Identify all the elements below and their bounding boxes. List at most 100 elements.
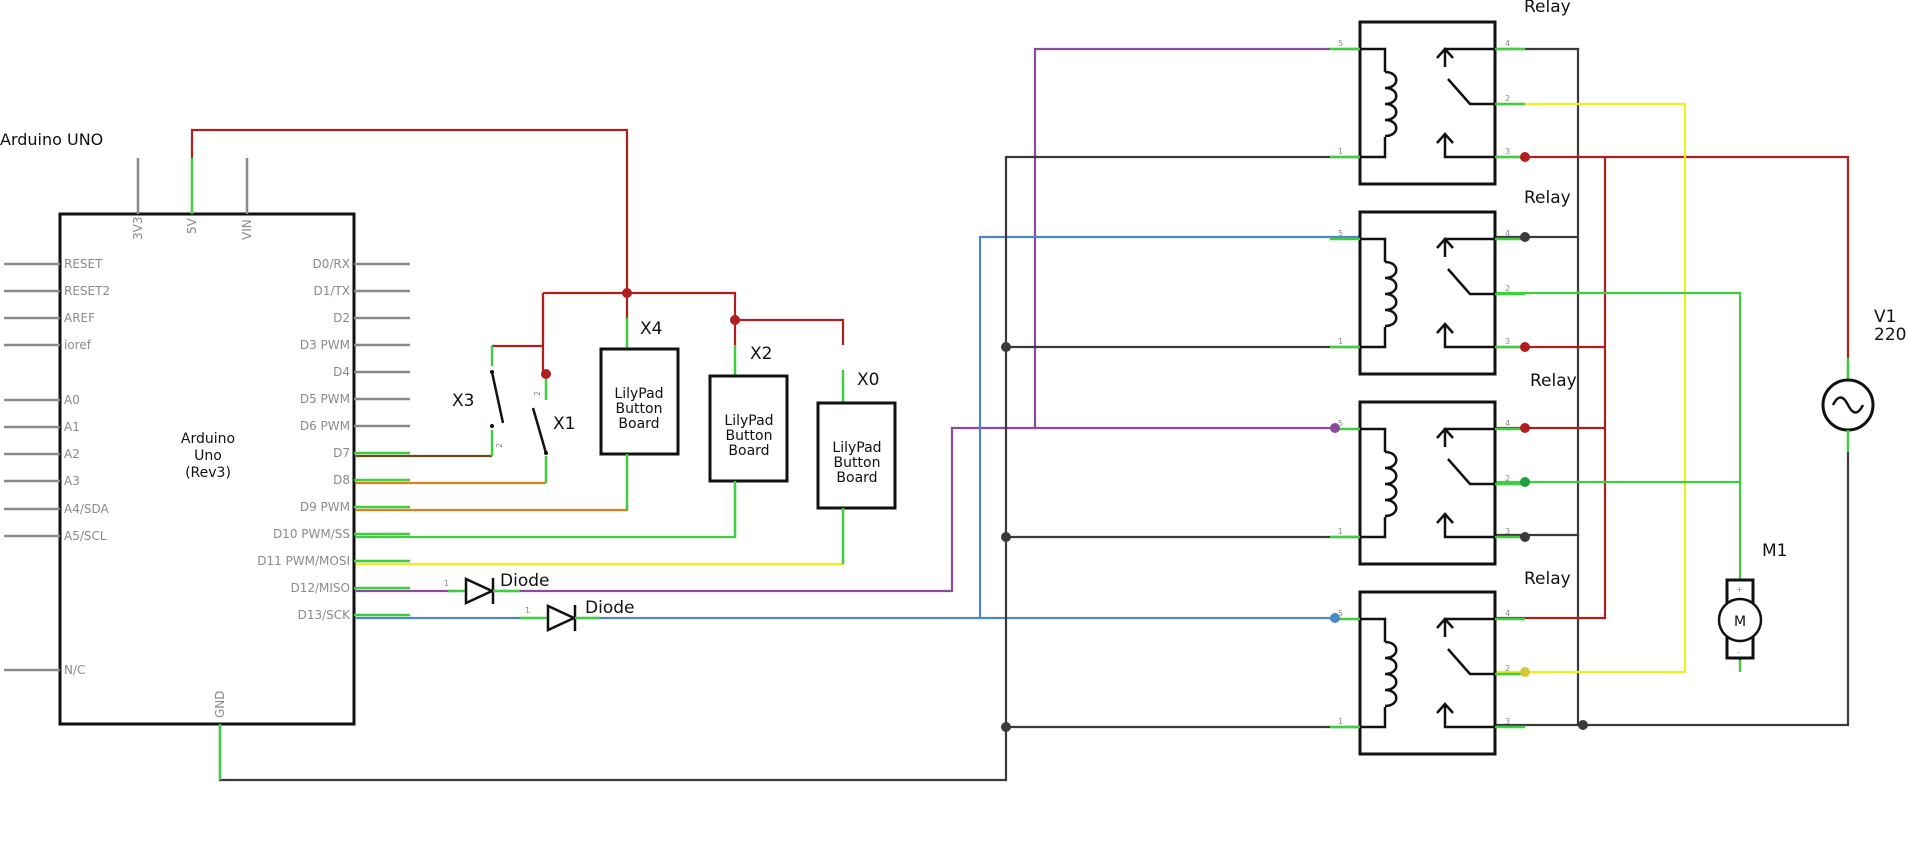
svg-text:4: 4: [1505, 39, 1510, 48]
wire-d12-out: [500, 426, 1335, 593]
svg-text:5: 5: [1338, 229, 1343, 238]
svg-text:1: 1: [525, 606, 530, 615]
switch-x3-label: X3: [452, 391, 474, 411]
pin-right-11: D11 PWM/MOSI: [257, 554, 350, 568]
arduino-name-line2: Uno: [194, 448, 222, 464]
pin-vin: VIN: [240, 219, 254, 240]
pin-5v: 5V: [185, 217, 199, 234]
svg-text:2: 2: [1505, 474, 1510, 483]
switch-x1: X1 2: [531, 369, 575, 483]
arduino-left-pins: RESETRESET2AREFiorefA0A1A2A3A4/SDAA5/SCL…: [4, 257, 110, 677]
svg-text:2: 2: [1505, 284, 1510, 293]
relay-4-label: Relay: [1524, 569, 1571, 589]
svg-text:1: 1: [1338, 337, 1343, 346]
wire-motor-plus: [1495, 102, 1687, 674]
pin-left-5: A1: [64, 420, 80, 434]
pin-right-2: D2: [333, 311, 350, 325]
switch-x1-label: X1: [553, 414, 575, 434]
pin-left-1: RESET2: [64, 284, 110, 298]
arduino-body: [58, 212, 356, 726]
diode-2-label: Diode: [585, 598, 634, 618]
svg-text:M: M: [1734, 614, 1746, 630]
pin-right-7: D7: [333, 446, 350, 460]
svg-text:2: 2: [1505, 664, 1510, 673]
svg-text:3: 3: [1505, 717, 1510, 726]
pin-left-0: RESET: [64, 257, 103, 271]
motor-name: M1: [1762, 541, 1787, 561]
button-x0-label: X0: [857, 370, 879, 390]
button-board-x4: X4 LilyPad Button Board: [599, 318, 680, 510]
svg-text:2: 2: [495, 443, 504, 448]
svg-text:3: 3: [1505, 147, 1510, 156]
button-board-x0: X0 LilyPad Button Board: [816, 370, 897, 564]
wire-live: [1495, 155, 1850, 380]
svg-text:2: 2: [1505, 94, 1510, 103]
diode-1-label: Diode: [500, 571, 549, 591]
pin-gnd: GND: [213, 690, 227, 718]
pin-left-10: N/C: [64, 663, 85, 677]
wire-gnd: [218, 155, 1360, 782]
pin-right-8: D8: [333, 473, 350, 487]
svg-text:LilyPad: LilyPad: [832, 440, 881, 456]
switch-x3: X3 2: [452, 346, 505, 456]
pin-right-10: D10 PWM/SS: [273, 527, 350, 541]
svg-text:Board: Board: [836, 470, 877, 486]
pin-left-7: A3: [64, 474, 80, 488]
button-board-x2: X2 LilyPad Button Board: [708, 344, 789, 537]
svg-text:5: 5: [1338, 419, 1343, 428]
wire-5v: [190, 128, 629, 293]
pin-right-6: D6 PWM: [300, 419, 350, 433]
pin-left-6: A2: [64, 447, 80, 461]
relay-2: Relay 5 1 4 2 3: [1330, 188, 1571, 376]
wire-5v-bus: [543, 291, 845, 345]
wire-5v-x3: [492, 293, 545, 348]
pin-left-4: A0: [64, 393, 80, 407]
junctions: [622, 288, 1588, 732]
pin-right-12: D12/MISO: [290, 581, 350, 595]
motor-icon: [1717, 597, 1763, 643]
button-x2-label: X2: [750, 344, 772, 364]
svg-text:LilyPad: LilyPad: [614, 386, 663, 402]
pin-left-2: AREF: [64, 311, 95, 325]
svg-text:1: 1: [1338, 147, 1343, 156]
svg-text:1: 1: [444, 579, 449, 588]
pin-right-3: D3 PWM: [300, 338, 350, 352]
arduino-title: Arduino UNO: [0, 130, 103, 149]
arduino-name-line1: Arduino: [181, 431, 235, 447]
svg-text:Board: Board: [728, 443, 769, 459]
svg-text:4: 4: [1505, 229, 1510, 238]
pin-left-9: A5/SCL: [64, 529, 107, 543]
svg-text:LilyPad: LilyPad: [724, 413, 773, 429]
wires: [190, 47, 1850, 782]
pin-right-9: D9 PWM: [300, 500, 350, 514]
relay-1-label: Relay: [1524, 0, 1571, 17]
source-name: V1: [1874, 307, 1896, 327]
relay-3-label: Relay: [1530, 371, 1577, 391]
svg-text:5: 5: [1338, 39, 1343, 48]
svg-text:Button: Button: [726, 428, 773, 444]
svg-text:4: 4: [1505, 419, 1510, 428]
source-value: 220: [1874, 325, 1906, 345]
svg-text:+: +: [1736, 585, 1743, 594]
svg-text:2: 2: [533, 391, 542, 396]
pin-left-8: A4/SDA: [64, 502, 110, 516]
svg-text:Board: Board: [618, 416, 659, 432]
svg-text:Button: Button: [616, 401, 663, 417]
arduino-name-line3: (Rev3): [185, 465, 231, 481]
svg-text:1: 1: [1338, 717, 1343, 726]
arduino-uno: Arduino UNO 3V3 5V VIN GND Arduino Uno (…: [0, 130, 410, 780]
relay-1: Relay 5 1 4 2 3: [1330, 0, 1571, 186]
svg-text:3: 3: [1505, 527, 1510, 536]
svg-text:-: -: [1737, 648, 1740, 657]
svg-text:5: 5: [1338, 609, 1343, 618]
relay-2-label: Relay: [1524, 188, 1571, 208]
diode-2: Diode 1: [520, 598, 634, 632]
svg-text:1: 1: [1338, 527, 1343, 536]
svg-text:Button: Button: [834, 455, 881, 471]
pin-3v3: 3V3: [131, 217, 145, 240]
voltage-source-v1: V1 220: [1821, 307, 1906, 452]
svg-text:3: 3: [1505, 337, 1510, 346]
